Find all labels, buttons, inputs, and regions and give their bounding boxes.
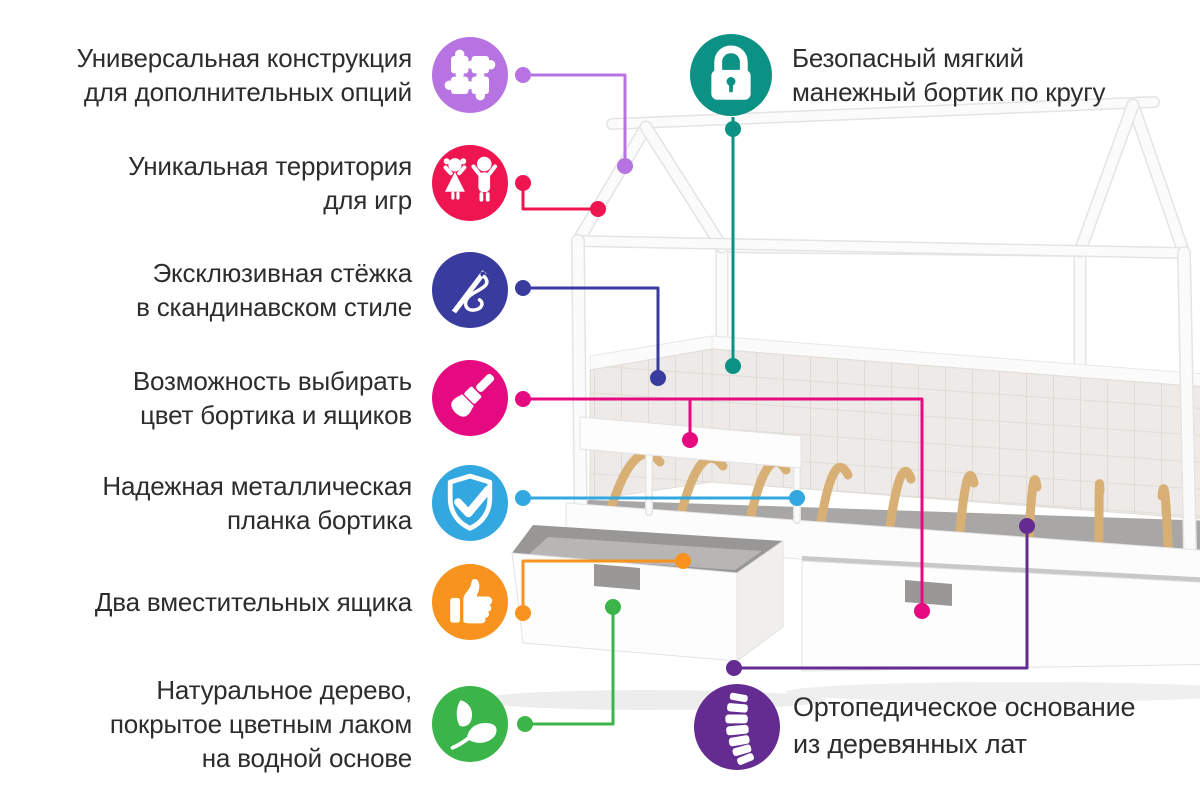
shield-check-icon (432, 465, 508, 541)
connector-natural-wood (517, 599, 621, 732)
drawer-right-closed (801, 556, 1200, 672)
feature-text-orthopedic-base: Ортопедическое основание из деревянных л… (793, 692, 1136, 759)
connector-metal-rail (515, 490, 805, 506)
connector-two-drawers (515, 553, 691, 621)
drawer-handle-notch (594, 564, 640, 590)
feature-text-scandinavian-quilting: Эксклюзивная стёжка в скандинавском стил… (136, 258, 412, 322)
connector-color-choice (515, 391, 930, 619)
feature-text-color-choice: Возможность выбирать цвет бортика и ящик… (132, 366, 412, 430)
house-frame (571, 96, 1197, 559)
leaf-icon (432, 686, 508, 762)
feature-text-metal-rail: Надежная металлическая планка бортика (102, 471, 412, 535)
drawer-left-open (511, 525, 784, 662)
connector-orthopedic-base (726, 518, 1035, 676)
connector-safe-bumper (725, 117, 741, 374)
drawer-handle-notch (905, 580, 952, 606)
feature-text-play-territory: Уникальная территория для игр (128, 151, 412, 215)
connector-play-territory (515, 175, 606, 217)
feature-text-two-drawers: Два вместительных ящика (94, 587, 412, 617)
feature-text-natural-wood: Натуральное дерево, покрытое цветным лак… (109, 675, 412, 773)
needle-thread-icon (432, 252, 508, 328)
feature-text-universal-construction: Универсальная конструкция для дополнител… (76, 43, 413, 107)
spine-icon (694, 684, 780, 770)
children-icon (432, 145, 508, 221)
thumbs-up-icon (432, 564, 508, 640)
puzzle-icon (432, 37, 508, 113)
paintbrush-icon (432, 360, 508, 436)
feature-text-safe-bumper: Безопасный мягкий манежный бортик по кру… (792, 43, 1106, 107)
connector-universal-construction (515, 67, 633, 174)
connector-scandinavian-quilting (515, 280, 666, 386)
padlock-icon (690, 34, 772, 116)
